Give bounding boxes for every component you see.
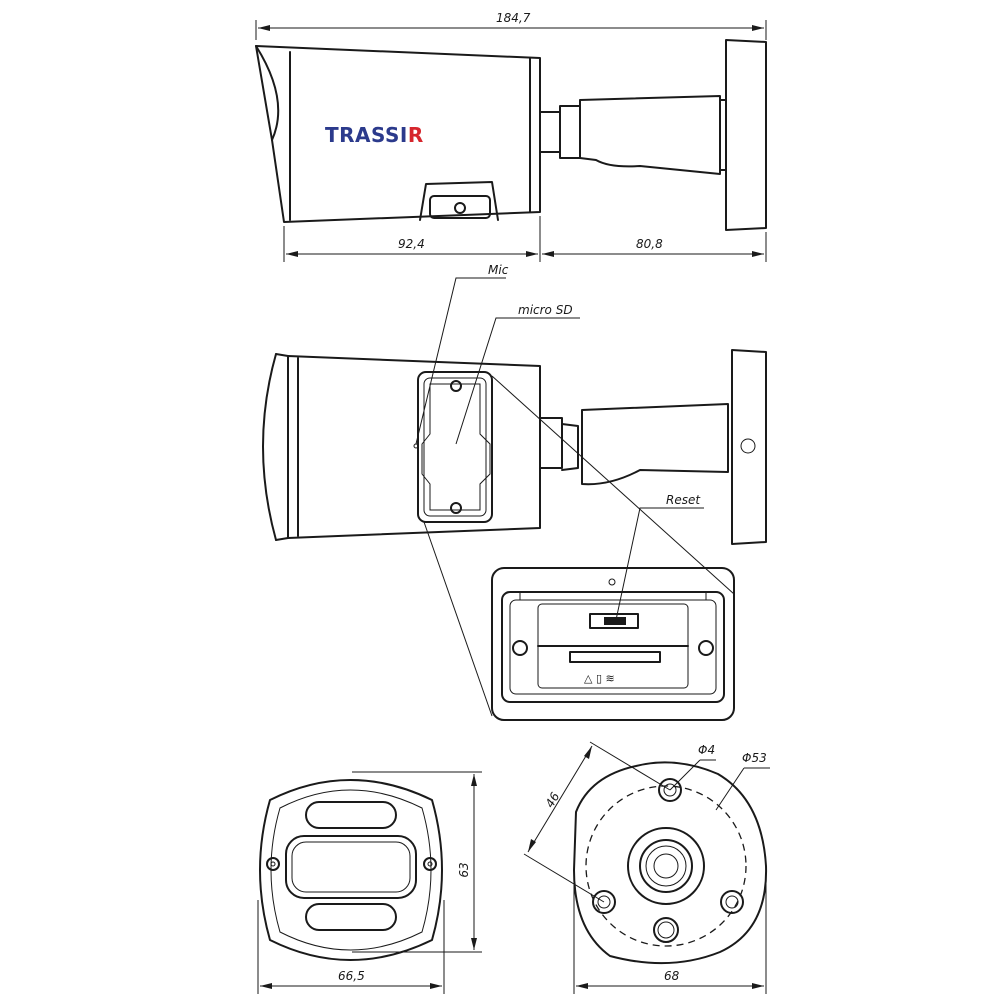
front-view: 63 66,5 [257, 771, 482, 994]
micro-sd-leader [455, 317, 580, 445]
sd-marks: △ ▯ ≋ [584, 672, 615, 685]
base-width-label: 68 [664, 969, 680, 983]
reset-leader [615, 507, 704, 621]
front-height-label: 63 [457, 862, 471, 877]
mic-label: Mic [488, 263, 509, 277]
bottom-view: Mic micro SD [262, 263, 767, 717]
front-width-label: 66,5 [338, 969, 365, 983]
hole-spacing-label: 46 [543, 790, 563, 811]
overall-length-label: 184,7 [496, 11, 531, 25]
bracket-length-label: 80,8 [636, 237, 663, 251]
sd-detail-view: △ ▯ ≋ Reset [491, 493, 735, 721]
reset-button [604, 617, 626, 625]
reset-label: Reset [666, 493, 701, 507]
base-view: Φ4 Φ53 46 68 [523, 741, 770, 994]
brand-logo: TRASSIR [325, 123, 424, 147]
hole-diameter-label: Φ4 [698, 743, 715, 757]
side-view: 184,7 TRASSIR 92,4 80,8 [255, 11, 767, 262]
body-length-label: 92,4 [398, 237, 425, 251]
micro-sd-label: micro SD [518, 303, 573, 317]
bolt-circle-label: Φ53 [742, 751, 767, 765]
mic-leader [415, 277, 506, 445]
